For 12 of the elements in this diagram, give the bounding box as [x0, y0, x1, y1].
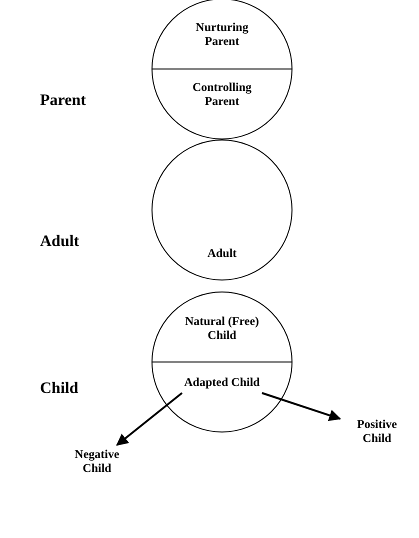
- ego-state-text: Natural (Free) Child: [172, 314, 272, 342]
- ego-state-text: Adult: [182, 246, 262, 260]
- arrow: [116, 392, 183, 446]
- ego-state-label: Negative Child: [62, 447, 132, 475]
- row-label: Adult: [40, 233, 80, 251]
- ego-state-text: Adapted Child: [182, 375, 262, 389]
- row-label: Child: [40, 380, 78, 398]
- ego-state-text: Controlling Parent: [182, 80, 262, 108]
- row-label: Parent: [40, 92, 86, 110]
- arrow: [262, 392, 342, 422]
- ego-state-text: Nurturing Parent: [182, 20, 262, 48]
- ego-state-label: Positive Child: [342, 417, 412, 445]
